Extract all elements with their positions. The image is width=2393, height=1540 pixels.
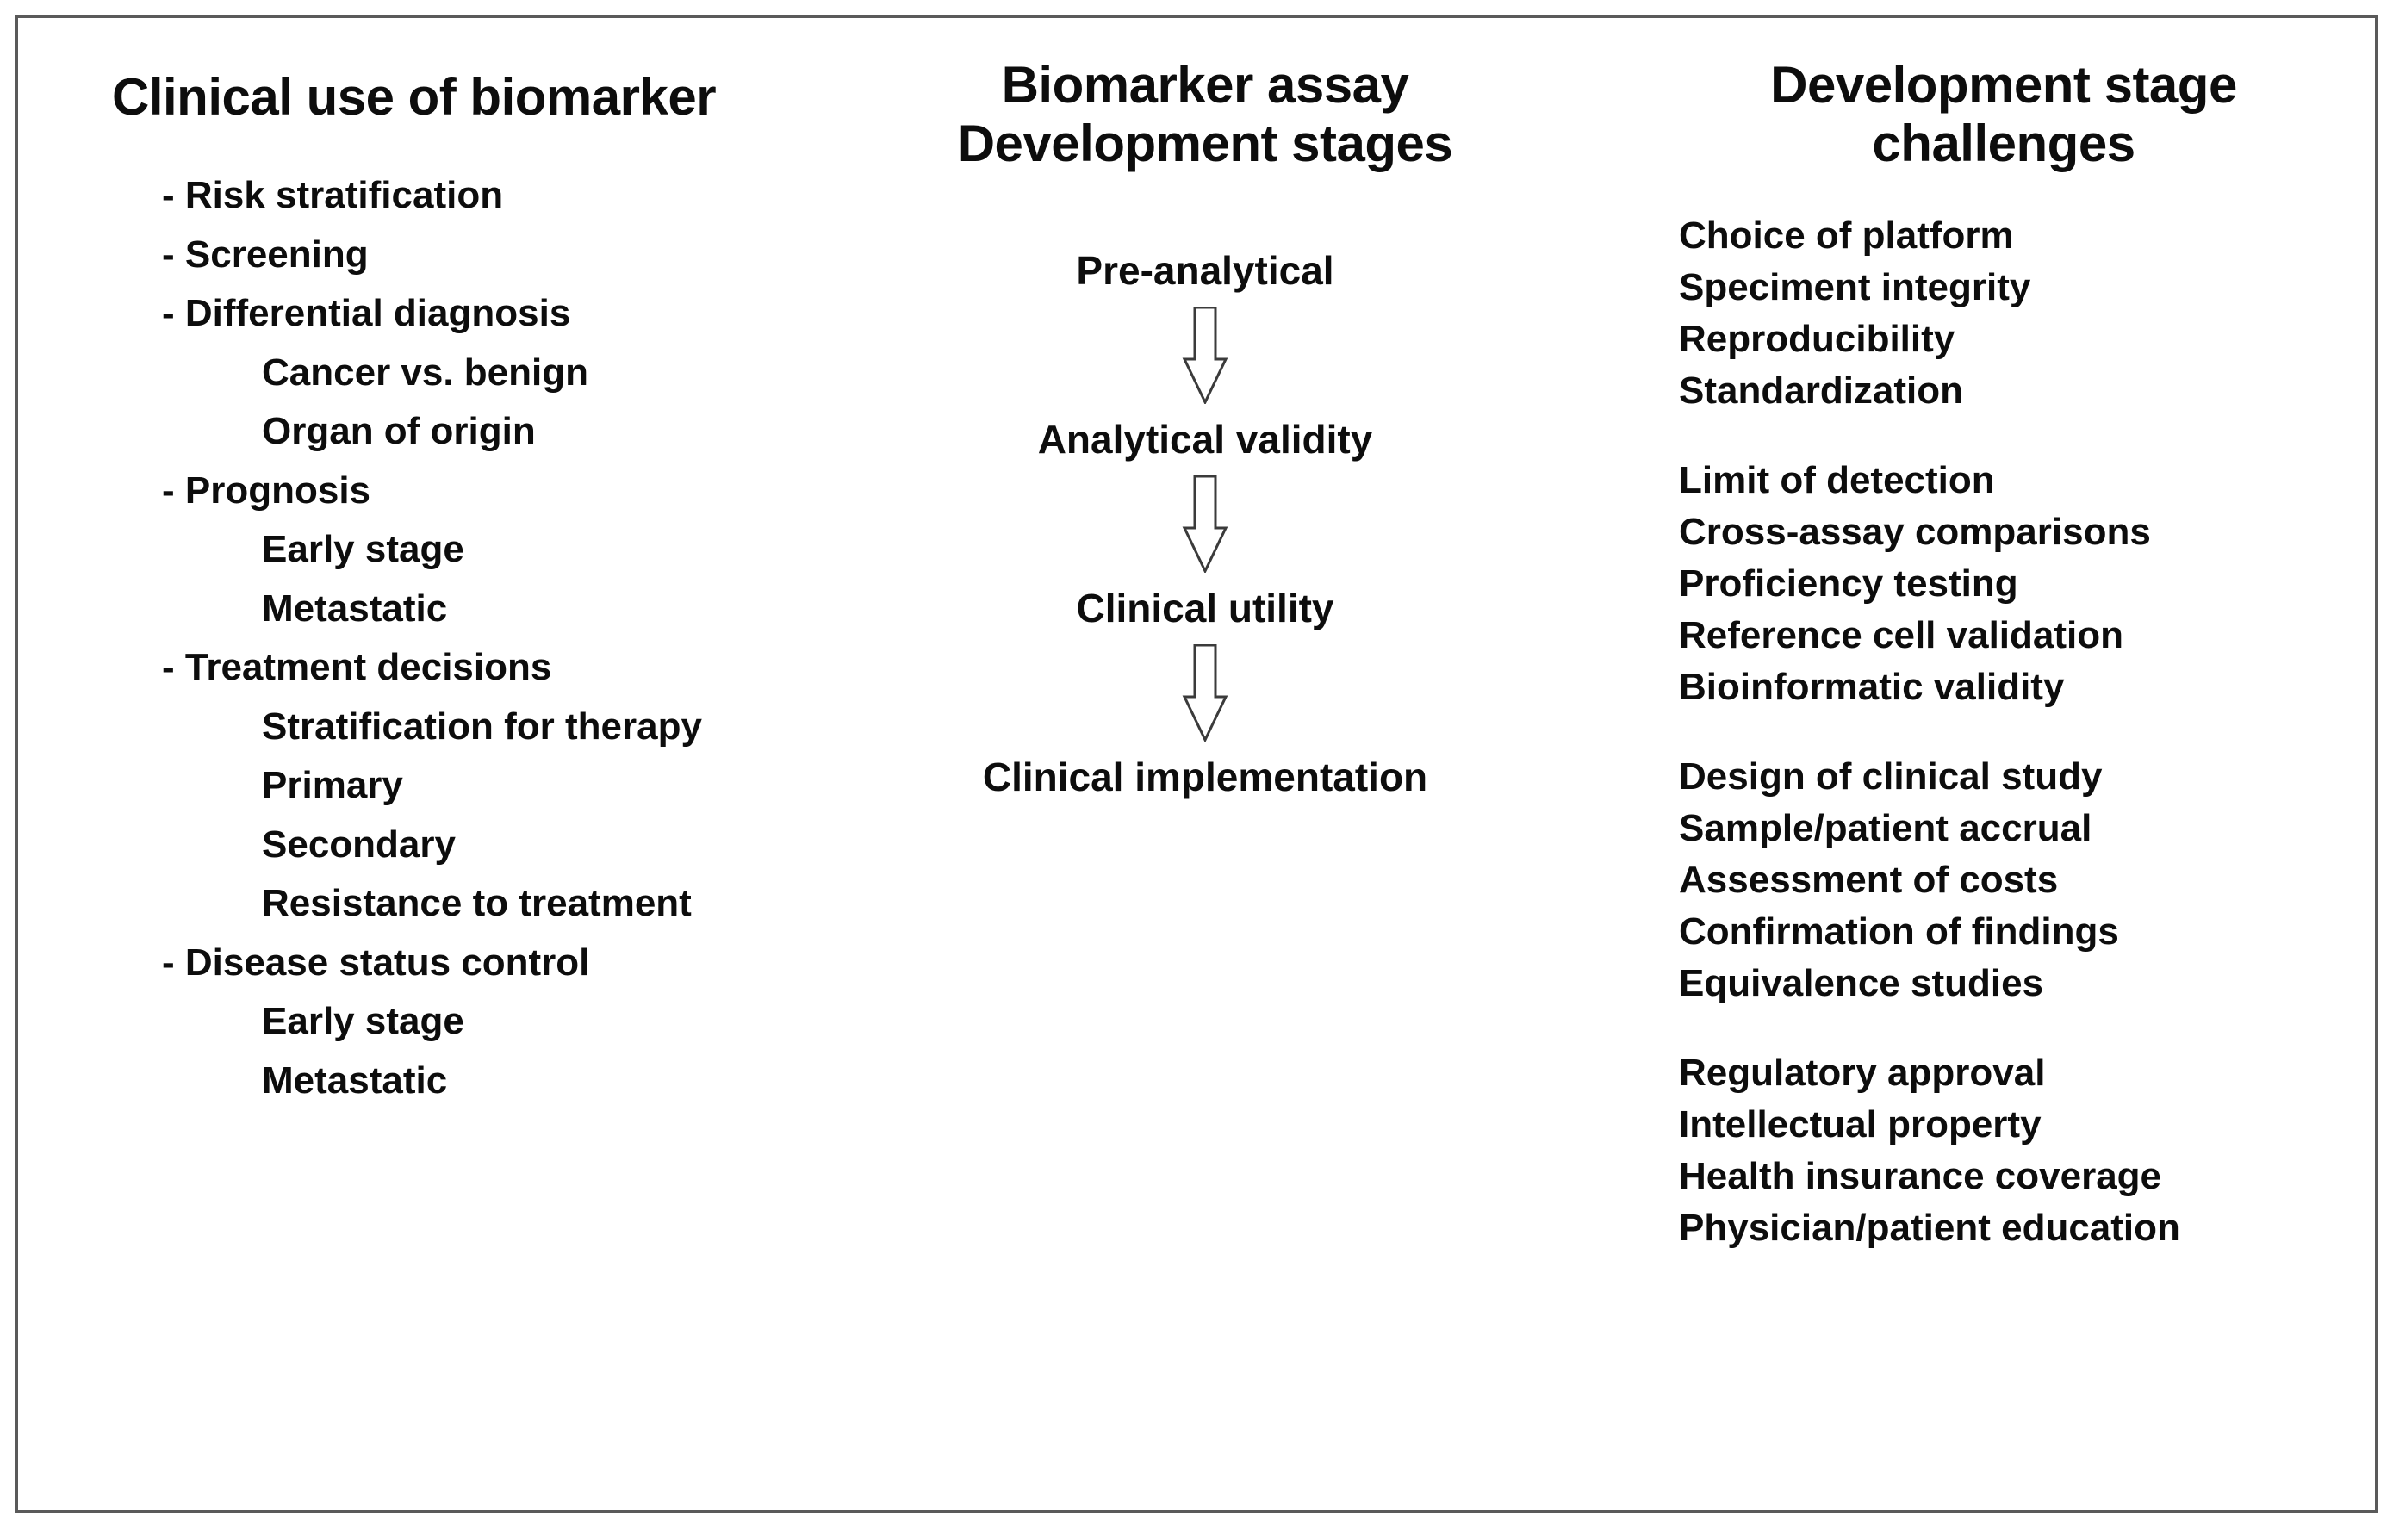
challenge-item: Speciment integrity [1679, 265, 2031, 308]
clinical-use-item: Early stage [262, 1000, 464, 1043]
challenge-item: Health insurance coverage [1679, 1154, 2162, 1197]
clinical-use-item: - Screening [162, 233, 369, 276]
development-stage: Clinical utility [1076, 585, 1334, 630]
challenge-item: Standardization [1679, 369, 1964, 412]
clinical-use-item: Primary [262, 764, 403, 807]
clinical-use-item: - Treatment decisions [162, 646, 552, 689]
column-development-challenges: Development stage challenges Choice of p… [1663, 56, 2344, 1254]
development-stage: Clinical implementation [982, 754, 1428, 799]
column-development-challenges-title: Development stage challenges [1770, 56, 2237, 173]
clinical-use-item: - Prognosis [162, 469, 371, 512]
challenge-item: Choice of platform [1679, 214, 2014, 257]
clinical-use-item: - Disease status control [162, 941, 590, 984]
arrow-down-icon [1181, 475, 1229, 573]
clinical-use-list: - Risk stratification - Screening - Differ… [104, 166, 914, 1110]
figure-border: Clinical use of biomarker - Risk stratif… [15, 15, 2378, 1513]
clinical-use-item: - Risk stratification [162, 174, 504, 217]
arrow-down-icon [1181, 306, 1229, 404]
clinical-use-item: Metastatic [262, 587, 448, 630]
challenge-item: Bioinformatic validity [1679, 665, 2065, 708]
clinical-use-item: Early stage [262, 528, 464, 571]
column-clinical-use-title: Clinical use of biomarker [112, 68, 717, 126]
challenge-item: Sample/patient accrual [1679, 806, 2092, 849]
challenge-item: Confirmation of findings [1679, 910, 2119, 953]
challenge-item: Limit of detection [1679, 458, 1995, 501]
column-clinical-use: Clinical use of biomarker - Risk stratif… [104, 68, 914, 1110]
challenge-item: Physician/patient education [1679, 1206, 2180, 1249]
challenge-item: Cross-assay comparisons [1679, 510, 2151, 553]
clinical-use-item: Stratification for therapy [262, 705, 702, 748]
column-assay-development: Biomarker assay Development stages Pre-a… [921, 56, 1489, 798]
challenge-item: Regulatory approval [1679, 1051, 2046, 1094]
column-assay-development-title: Biomarker assay Development stages [957, 56, 1453, 173]
development-stage: Analytical validity [1037, 416, 1373, 462]
challenge-item: Intellectual property [1679, 1102, 2042, 1146]
challenge-item: Proficiency testing [1679, 562, 2018, 605]
challenge-item: Reproducibility [1679, 317, 1955, 360]
clinical-use-item: Secondary [262, 823, 456, 866]
challenge-item: Design of clinical study [1679, 754, 2103, 798]
clinical-use-item: - Differential diagnosis [162, 292, 571, 335]
clinical-use-item: Metastatic [262, 1059, 448, 1102]
challenge-item: Reference cell validation [1679, 613, 2123, 656]
clinical-use-item: Cancer vs. benign [262, 351, 589, 394]
clinical-use-item: Resistance to treatment [262, 882, 692, 925]
challenge-item: Assessment of costs [1679, 858, 2059, 901]
clinical-use-item: Organ of origin [262, 410, 536, 453]
development-stage: Pre-analytical [1076, 247, 1334, 293]
challenge-item: Equivalence studies [1679, 961, 2044, 1004]
arrow-down-icon [1181, 643, 1229, 742]
